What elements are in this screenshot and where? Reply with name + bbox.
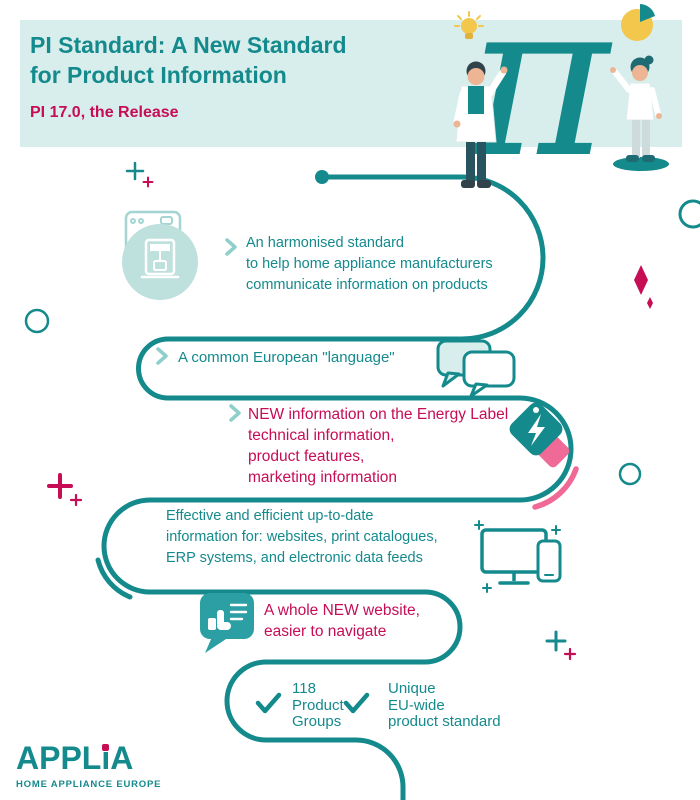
step-new-website: A whole NEW website, easier to navigate [264,600,420,642]
lightbulb-icon [454,11,484,39]
plus-decoration [47,473,83,507]
speech-bubbles-icon [436,339,516,398]
step-common-language: A common European "language" [178,347,395,368]
fact-text-line: EU-wide [388,696,445,714]
plus-decoration [125,161,154,188]
fact-text-line: product standard [388,713,501,730]
step-text-line: A common European "language" [178,349,395,366]
journey-path [101,174,574,800]
man-illustration [453,61,508,188]
woman-illustration [610,55,669,171]
step-up-to-date-information: Effective and efficient up-to-date infor… [166,506,438,569]
pie-chart-icon [621,4,655,41]
step-text-line: ERP systems, and electronic data feeds [166,550,423,566]
step-text-line: NEW information on the Energy Label [248,406,509,423]
page-title: PI Standard: A New Standard for Product … [30,30,347,90]
release-label: PI 17.0, the Release [30,104,179,121]
circle-decoration [24,308,50,334]
energy-tag-icon [509,402,570,468]
header-background [20,20,682,147]
thumbs-up-bubble-icon [200,593,254,653]
fact-text-line: Product [292,696,344,714]
fact-eu-wide-standard: Unique EU-wide product standard [388,680,501,731]
applia-logo: APPLiA Home Appliance Europe [16,740,161,790]
fact-text-line: 118 [292,680,316,697]
pink-accent-arc [532,466,579,510]
chevron-icon [156,347,168,365]
fact-product-groups: 118 Product Groups [292,680,344,731]
step-text-line: easier to navigate [264,623,387,640]
fact-text-line: Unique [388,680,436,697]
chevron-icon [229,404,241,422]
step-text-line: communicate information on products [246,277,488,293]
logo-wordmark: APPLiA [16,740,134,776]
page-title-line1: PI Standard: A New Standard [30,32,347,58]
step-harmonised-standard: An harmonised standard to help home appl… [246,233,493,296]
step-text-line: Effective and efficient up-to-date [166,508,374,524]
devices-icon [474,520,562,593]
page-title-line2: for Product Information [30,62,287,88]
circle-decoration [678,199,700,229]
step-text-line: An harmonised standard [246,235,404,251]
step-text-line: product features, [248,448,365,465]
step-text-line: technical information, [248,427,395,444]
step-text-line: information for: websites, print catalog… [166,529,438,545]
coffee-machine-icon [122,224,198,300]
logo-i-dot [102,744,109,751]
diamond-decoration [634,265,653,309]
check-icon [255,692,282,714]
step-text-line: A whole NEW website, [264,602,420,619]
chevron-icon [225,238,237,256]
step-new-information: NEW information on the Energy Label tech… [248,404,508,488]
fact-text-line: Groups [292,713,342,730]
step-text-line: to help home appliance manufacturers [246,256,493,272]
logo-tagline: Home Appliance Europe [16,779,162,790]
teal-echo-arc [95,557,133,600]
step-text-line: marketing information [248,469,398,486]
plus-decoration [545,630,577,661]
circle-decoration [618,462,642,486]
check-icon [343,692,370,714]
journey-start-dot [315,170,329,184]
